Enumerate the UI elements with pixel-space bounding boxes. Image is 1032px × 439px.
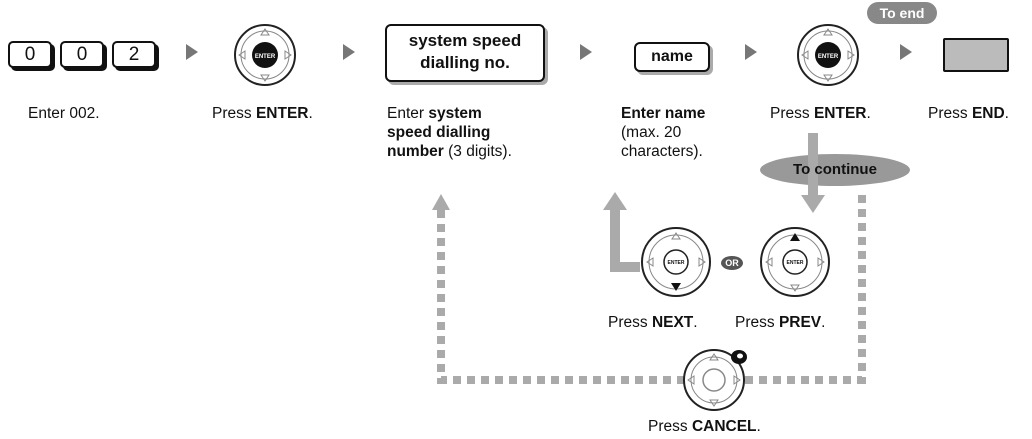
or-pill — [721, 256, 743, 270]
key-2[interactable]: 2 — [112, 41, 156, 68]
svg-text:ENTER: ENTER — [255, 54, 276, 60]
navigator-next-button: ENTER — [641, 227, 711, 297]
flow-arrow-5 — [900, 44, 912, 60]
to-end-pill: To end — [867, 2, 937, 24]
to-continue-label: To continue — [793, 161, 877, 178]
navigator-prev-button: ENTER — [760, 227, 830, 297]
navigator-enter-button-1: ENTER — [234, 24, 296, 86]
speed-dial-box-line2: dialling no. — [420, 53, 510, 72]
label-press-enter-2: Press ENTER. — [770, 105, 871, 122]
name-box: name — [634, 42, 710, 72]
label-press-cancel: Press CANCEL. — [648, 418, 761, 435]
flow-arrow-2 — [343, 44, 355, 60]
speed-dial-box-line1: system speed — [408, 31, 522, 50]
svg-text:ENTER: ENTER — [668, 260, 685, 266]
navigator-cancel-button — [683, 349, 745, 411]
key-0-first[interactable]: 0 — [8, 41, 52, 68]
label-enter-name: Enter name (max. 20 characters). — [621, 105, 706, 160]
to-continue-pill — [760, 154, 910, 186]
label-enter-002: Enter 002. — [28, 105, 100, 122]
key-0-second[interactable]: 0 — [60, 41, 104, 68]
speed-dial-number-box: system speed dialling no. — [385, 24, 545, 82]
navigator-enter-button-2: ENTER — [797, 24, 859, 86]
or-label: OR — [725, 258, 739, 268]
flow-arrow-1 — [186, 44, 198, 60]
label-enter-speed-dial-number: Enter system speed dialling number (3 di… — [387, 105, 512, 160]
svg-text:ENTER: ENTER — [787, 260, 804, 266]
svg-text:ENTER: ENTER — [818, 54, 839, 60]
end-button[interactable] — [943, 38, 1009, 72]
label-press-next: Press NEXT. — [608, 314, 698, 331]
flow-arrow-4 — [745, 44, 757, 60]
flow-arrow-3 — [580, 44, 592, 60]
label-press-end: Press END. — [928, 105, 1009, 122]
label-press-prev: Press PREV. — [735, 314, 826, 331]
label-press-enter-1: Press ENTER. — [212, 105, 313, 122]
